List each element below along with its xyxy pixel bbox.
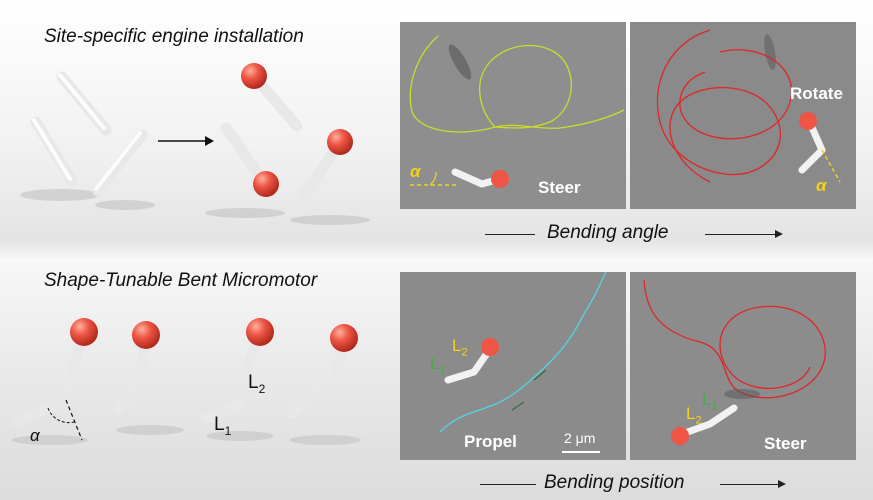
heading-engine-installation: Site-specific engine installation <box>44 26 304 47</box>
trajectory-trace <box>656 29 793 183</box>
panel-propel: L2 L1 Propel 2 μm <box>400 272 626 460</box>
l2-label: L2 <box>452 336 468 359</box>
bending-angle-axis: Bending angle <box>485 222 785 246</box>
engine-sphere <box>241 63 267 89</box>
steer-label: Steer <box>764 434 807 453</box>
alpha-label: α <box>816 176 827 195</box>
propel-label: Propel <box>464 432 517 451</box>
bending-angle-label: Bending angle <box>547 222 669 243</box>
engine-sphere <box>253 171 279 197</box>
alpha-label: α <box>410 162 421 181</box>
l1-label: L1 <box>702 390 718 413</box>
trajectory-trace <box>439 272 607 433</box>
scale-bar-label: 2 μm <box>564 430 596 446</box>
l2-label: L2 <box>686 404 702 427</box>
l1-label: L1 <box>214 414 232 438</box>
trajectory-trace <box>409 35 625 133</box>
l2-label: L2 <box>248 372 266 396</box>
heading-bent-micromotor: Shape-Tunable Bent Micromotor <box>44 270 318 291</box>
rotate-label: Rotate <box>790 84 843 103</box>
alpha-angle-label: α <box>30 426 40 445</box>
bare-rods <box>30 71 148 197</box>
engine-installation-illustration <box>20 63 370 225</box>
trajectory-trace <box>643 279 826 399</box>
panel-steer-bottom: L2 L1 Steer <box>630 272 856 460</box>
bent-micromotor-illustration <box>12 318 361 445</box>
engine-sphere <box>327 129 353 155</box>
steer-label: Steer <box>538 178 581 197</box>
panel-steer-top: α Steer <box>400 22 626 209</box>
l1-label: L1 <box>430 354 446 377</box>
bending-position-label: Bending position <box>544 472 685 493</box>
panel-rotate: Rotate α <box>630 22 856 209</box>
rods-with-engines <box>220 75 344 209</box>
bending-position-axis: Bending position <box>480 472 790 496</box>
rod-shadows <box>20 189 370 225</box>
transition-arrow <box>158 136 214 146</box>
